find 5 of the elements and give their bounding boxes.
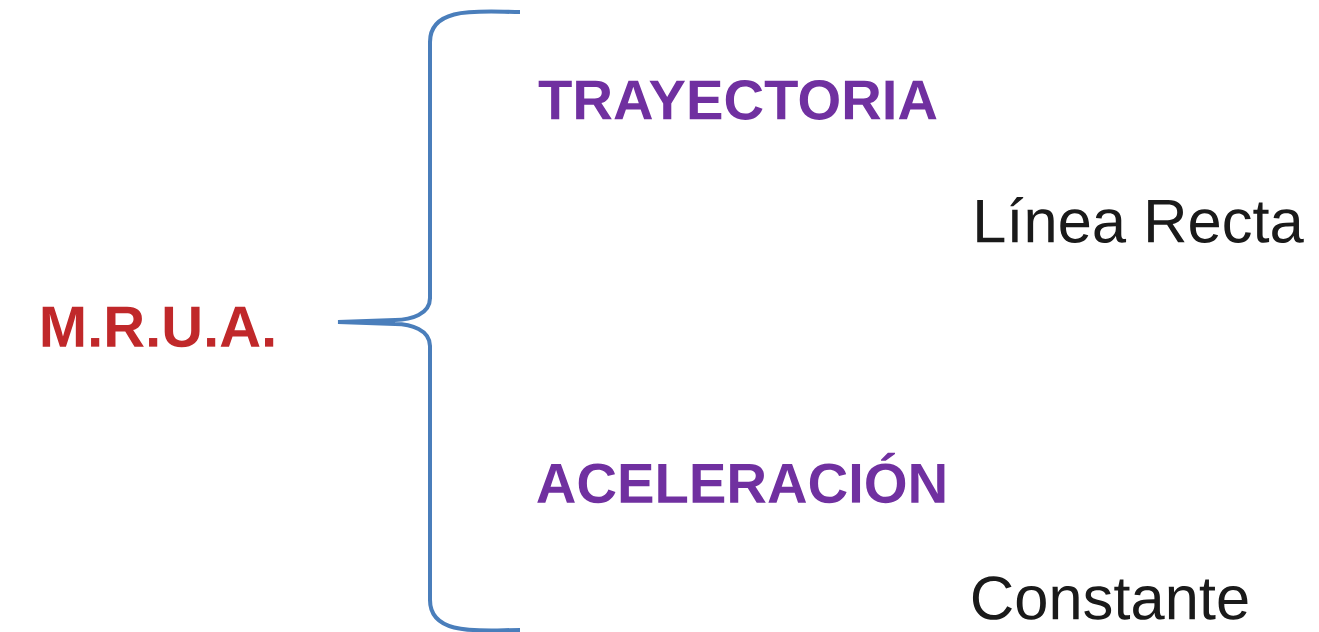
title-text: M.R.U.A. xyxy=(42,306,274,348)
heading-text: ACELERACIÓN xyxy=(537,452,945,504)
heading-text: TRAYECTORIA xyxy=(538,80,937,120)
value-text: Constante xyxy=(972,576,1248,620)
value-text: Línea Recta xyxy=(977,197,1304,243)
